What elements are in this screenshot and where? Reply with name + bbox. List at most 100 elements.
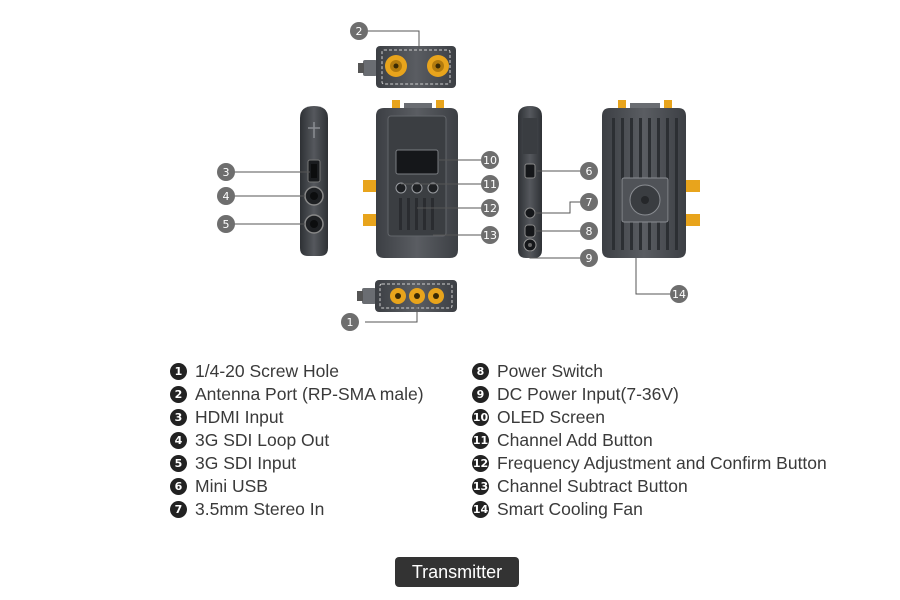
legend-label: 3G SDI Loop Out bbox=[195, 430, 330, 450]
callout-11: 11 bbox=[481, 175, 499, 193]
legend-column-right: 8 Power Switch 9 DC Power Input(7-36V) 10 O… bbox=[472, 360, 827, 521]
front-heatsink-fins bbox=[399, 198, 434, 230]
legend-badge: 8 bbox=[472, 363, 489, 380]
legend-column-left: 1 1/4-20 Screw Hole 2 Antenna Port (RP-SMA… bbox=[170, 360, 424, 521]
legend-label: 1/4-20 Screw Hole bbox=[195, 361, 339, 381]
legend-badge: 13 bbox=[472, 478, 489, 495]
callout-1: 1 bbox=[341, 313, 359, 331]
svg-text:5: 5 bbox=[223, 218, 230, 231]
legend-badge: 10 bbox=[472, 409, 489, 426]
callout-9: 9 bbox=[580, 249, 598, 267]
svg-text:4: 4 bbox=[223, 190, 230, 203]
sdi-input-port bbox=[304, 214, 324, 234]
hdmi-input-port bbox=[307, 159, 321, 183]
legend-badge: 12 bbox=[472, 455, 489, 472]
bottom-connector-left bbox=[390, 288, 406, 304]
legend-item: 6 Mini USB bbox=[170, 475, 424, 498]
mini-usb-port bbox=[524, 163, 536, 179]
legend-item: 10 OLED Screen bbox=[472, 406, 827, 429]
legend-label: Frequency Adjustment and Confirm Button bbox=[497, 453, 827, 473]
svg-text:7: 7 bbox=[586, 196, 593, 209]
callout-7: 7 bbox=[580, 193, 598, 211]
screw-hole bbox=[409, 288, 425, 304]
legend-label: DC Power Input(7-36V) bbox=[497, 384, 679, 404]
legend-badge: 14 bbox=[472, 501, 489, 518]
legend-item: 13 Channel Subtract Button bbox=[472, 475, 827, 498]
svg-text:8: 8 bbox=[586, 225, 593, 238]
left-side-view bbox=[300, 106, 328, 256]
legend-item: 8 Power Switch bbox=[472, 360, 827, 383]
legend-badge: 6 bbox=[170, 478, 187, 495]
antenna-port-right bbox=[427, 55, 449, 77]
legend-item: 11 Channel Add Button bbox=[472, 429, 827, 452]
oled-screen bbox=[395, 149, 439, 175]
callout-2: 2 bbox=[350, 22, 368, 40]
antenna-port-left bbox=[385, 55, 407, 77]
legend-item: 14 Smart Cooling Fan bbox=[472, 498, 827, 521]
legend-label: Smart Cooling Fan bbox=[497, 499, 643, 519]
svg-text:9: 9 bbox=[586, 252, 593, 265]
svg-text:11: 11 bbox=[483, 178, 497, 191]
legend-label: Antenna Port (RP-SMA male) bbox=[195, 384, 424, 404]
leader-lines bbox=[234, 30, 670, 323]
legend: 1 1/4-20 Screw Hole 2 Antenna Port (RP-SMA… bbox=[170, 360, 870, 530]
legend-label: Channel Add Button bbox=[497, 430, 653, 450]
callout-6: 6 bbox=[580, 162, 598, 180]
caption-label: Transmitter bbox=[395, 557, 519, 587]
smart-cooling-fan bbox=[621, 177, 669, 223]
callout-13: 13 bbox=[481, 226, 499, 244]
callout-14: 14 bbox=[670, 285, 688, 303]
channel-subtract-button bbox=[427, 182, 439, 194]
top-view bbox=[358, 46, 456, 88]
legend-item: 12 Frequency Adjustment and Confirm Butto… bbox=[472, 452, 827, 475]
svg-text:12: 12 bbox=[483, 202, 497, 215]
legend-badge: 1 bbox=[170, 363, 187, 380]
channel-add-button bbox=[395, 182, 407, 194]
svg-text:6: 6 bbox=[586, 165, 593, 178]
legend-badge: 4 bbox=[170, 432, 187, 449]
stereo-in-jack bbox=[524, 207, 536, 219]
svg-text:13: 13 bbox=[483, 229, 497, 242]
frequency-confirm-button bbox=[411, 182, 423, 194]
legend-label: Channel Subtract Button bbox=[497, 476, 688, 496]
legend-badge: 3 bbox=[170, 409, 187, 426]
callout-10: 10 bbox=[481, 151, 499, 169]
legend-item: 4 3G SDI Loop Out bbox=[170, 429, 424, 452]
legend-item: 5 3G SDI Input bbox=[170, 452, 424, 475]
legend-label: 3.5mm Stereo In bbox=[195, 499, 325, 519]
back-view bbox=[602, 100, 700, 258]
svg-text:3: 3 bbox=[223, 166, 230, 179]
callout-8: 8 bbox=[580, 222, 598, 240]
callout-4: 4 bbox=[217, 187, 235, 205]
bottom-view bbox=[357, 280, 457, 312]
legend-item: 1 1/4-20 Screw Hole bbox=[170, 360, 424, 383]
legend-label: Mini USB bbox=[195, 476, 268, 496]
callout-badges: 2 3 4 5 10 11 12 13 6 7 8 9 14 1 bbox=[217, 22, 688, 331]
svg-text:10: 10 bbox=[483, 154, 497, 167]
dc-power-input bbox=[523, 238, 537, 252]
legend-item: 3 HDMI Input bbox=[170, 406, 424, 429]
legend-badge: 9 bbox=[472, 386, 489, 403]
svg-text:2: 2 bbox=[356, 25, 363, 38]
legend-badge: 11 bbox=[472, 432, 489, 449]
svg-text:14: 14 bbox=[672, 288, 686, 301]
legend-label: OLED Screen bbox=[497, 407, 605, 427]
callout-5: 5 bbox=[217, 215, 235, 233]
legend-label: HDMI Input bbox=[195, 407, 284, 427]
svg-text:1: 1 bbox=[347, 316, 354, 329]
legend-badge: 2 bbox=[170, 386, 187, 403]
callout-12: 12 bbox=[481, 199, 499, 217]
legend-label: 3G SDI Input bbox=[195, 453, 297, 473]
legend-label: Power Switch bbox=[497, 361, 604, 381]
legend-item: 9 DC Power Input(7-36V) bbox=[472, 383, 827, 406]
power-switch bbox=[524, 224, 536, 238]
front-view bbox=[363, 100, 458, 258]
right-side-view bbox=[518, 106, 542, 258]
callout-3: 3 bbox=[217, 163, 235, 181]
sdi-loop-out-port bbox=[304, 186, 324, 206]
bottom-connector-right bbox=[428, 288, 444, 304]
legend-badge: 5 bbox=[170, 455, 187, 472]
legend-item: 2 Antenna Port (RP-SMA male) bbox=[170, 383, 424, 406]
